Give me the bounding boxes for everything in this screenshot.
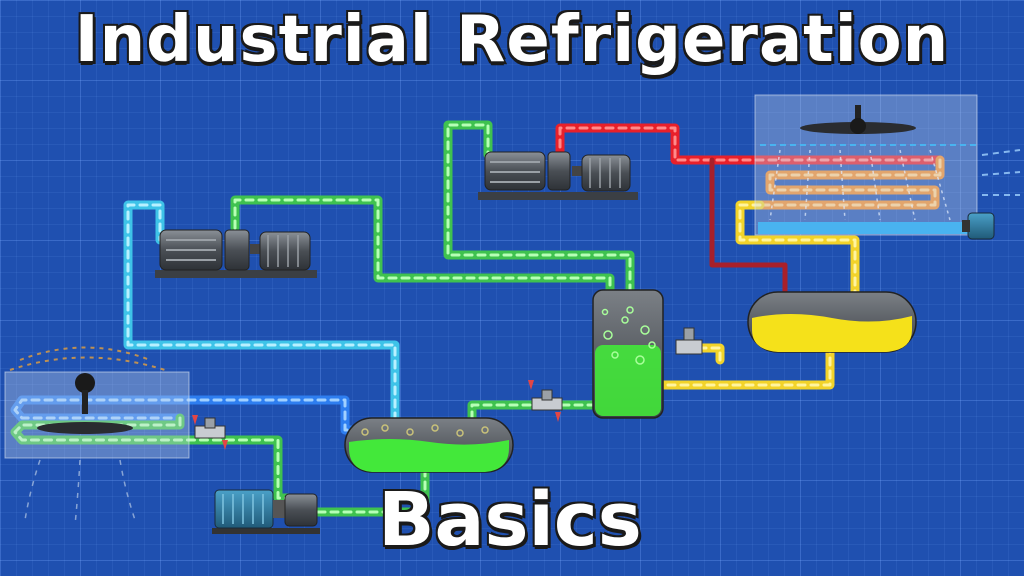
page-title: Industrial Refrigeration <box>74 3 950 77</box>
evaporative-condenser <box>754 94 1021 240</box>
low-pressure-receiver <box>344 417 514 473</box>
equalizer-pipe <box>709 157 788 303</box>
intermediate-suction-pipe <box>443 120 635 297</box>
refrigerant-pump <box>212 489 320 534</box>
expansion-valve <box>528 380 563 422</box>
evaporator <box>4 346 190 526</box>
pipework <box>10 120 945 517</box>
intercooler <box>592 289 664 419</box>
air-flow-lines <box>981 149 1021 196</box>
water-basin <box>758 222 976 234</box>
circulation-pump-icon <box>962 212 995 240</box>
page-subtitle: Basics <box>378 477 642 563</box>
air-flow-arcs <box>9 346 166 371</box>
expansion-valve <box>192 415 228 450</box>
low-stage-compressor <box>155 229 317 278</box>
high-stage-compressor <box>478 151 638 200</box>
water-spray <box>760 144 976 221</box>
bubbles <box>601 306 656 365</box>
expansion-valve <box>675 327 703 355</box>
fan-icon <box>800 105 916 134</box>
fan-icon <box>37 373 133 434</box>
high-pressure-receiver <box>747 291 917 353</box>
